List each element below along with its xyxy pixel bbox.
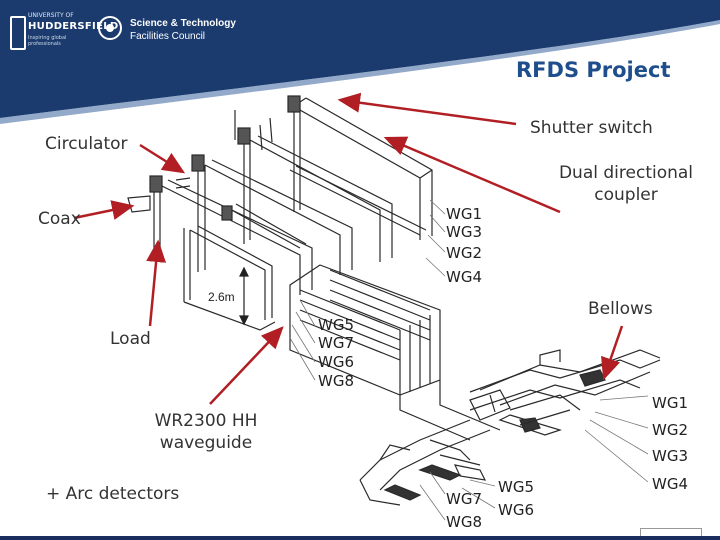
wg-label: WG8 (318, 372, 354, 390)
stfc-logo-line1: Science & Technology (130, 18, 236, 29)
dimension-label: 2.6m (208, 290, 235, 304)
waveguide-loop-3 (191, 154, 353, 275)
wg-label: WG7 (446, 490, 482, 508)
wg-label: WG8 (446, 513, 482, 531)
wg-label: WG3 (446, 223, 482, 241)
arrow-shutter-switch (337, 92, 517, 126)
page-title: RFDS Project (516, 58, 671, 82)
dimension-marker (239, 266, 249, 326)
wg-label: WG5 (318, 316, 354, 334)
stfc-logo-line2: Facilities Council (130, 31, 206, 42)
label-dual-line1: Dual directional (558, 163, 694, 183)
waveguide-loop-5 (183, 203, 307, 331)
wg-label: WG3 (652, 447, 688, 465)
label-circulator: Circulator (45, 134, 128, 154)
wg-label: WG6 (318, 353, 354, 371)
right-branch (479, 349, 661, 436)
label-dual-line2: coupler (594, 185, 658, 205)
arrow-bellows (601, 325, 624, 381)
university-logo-line2: HUDDERSFIELD (28, 21, 119, 32)
label-bellows: Bellows (588, 299, 653, 319)
label-coax: Coax (38, 209, 81, 229)
arrow-circulator (139, 143, 186, 174)
wg-label: WG4 (446, 268, 482, 286)
label-shutter-switch: Shutter switch (530, 118, 653, 138)
arrow-wr2300 (209, 326, 284, 405)
university-logo-line1: UNIVERSITY OF (28, 12, 74, 19)
label-wr2300: WR2300 HH waveguide (150, 410, 262, 454)
label-dual-directional-coupler: Dual directional coupler (555, 162, 697, 206)
stfc-logo: Science & Technology Facilities Council (98, 14, 238, 44)
waveguide-loop-2 (237, 127, 393, 262)
crest-icon (10, 16, 26, 50)
university-logo-line3: Inspiring global professionals (28, 35, 67, 47)
wg-label: WG5 (498, 478, 534, 496)
university-logo: UNIVERSITY OF HUDDERSFIELD Inspiring glo… (10, 12, 118, 54)
wg-label: WG2 (446, 244, 482, 262)
wg-label: WG4 (652, 475, 688, 493)
wg-label: WG6 (498, 501, 534, 519)
arrow-load (146, 239, 167, 327)
wg-label: WG2 (652, 421, 688, 439)
label-arc-detectors: + Arc detectors (46, 484, 180, 504)
label-load: Load (110, 329, 151, 349)
footer-bar (0, 536, 720, 540)
waveguide-loop-4 (149, 175, 313, 295)
lower-left-branch (359, 419, 491, 506)
arrow-coax (73, 200, 135, 220)
label-wr2300-line2: waveguide (159, 433, 253, 453)
wg-label: WG1 (446, 205, 482, 223)
arrow-dual-coupler (383, 136, 561, 214)
stfc-mark-icon (98, 16, 122, 40)
label-wr2300-line1: WR2300 HH (154, 411, 258, 431)
wg-label: WG7 (318, 334, 354, 352)
waveguide-loop-1 (287, 95, 433, 240)
waveguide-drawing (127, 95, 661, 506)
header-banner (0, 0, 720, 124)
wg-leader-lines (289, 199, 649, 521)
wg-label: WG1 (652, 394, 688, 412)
